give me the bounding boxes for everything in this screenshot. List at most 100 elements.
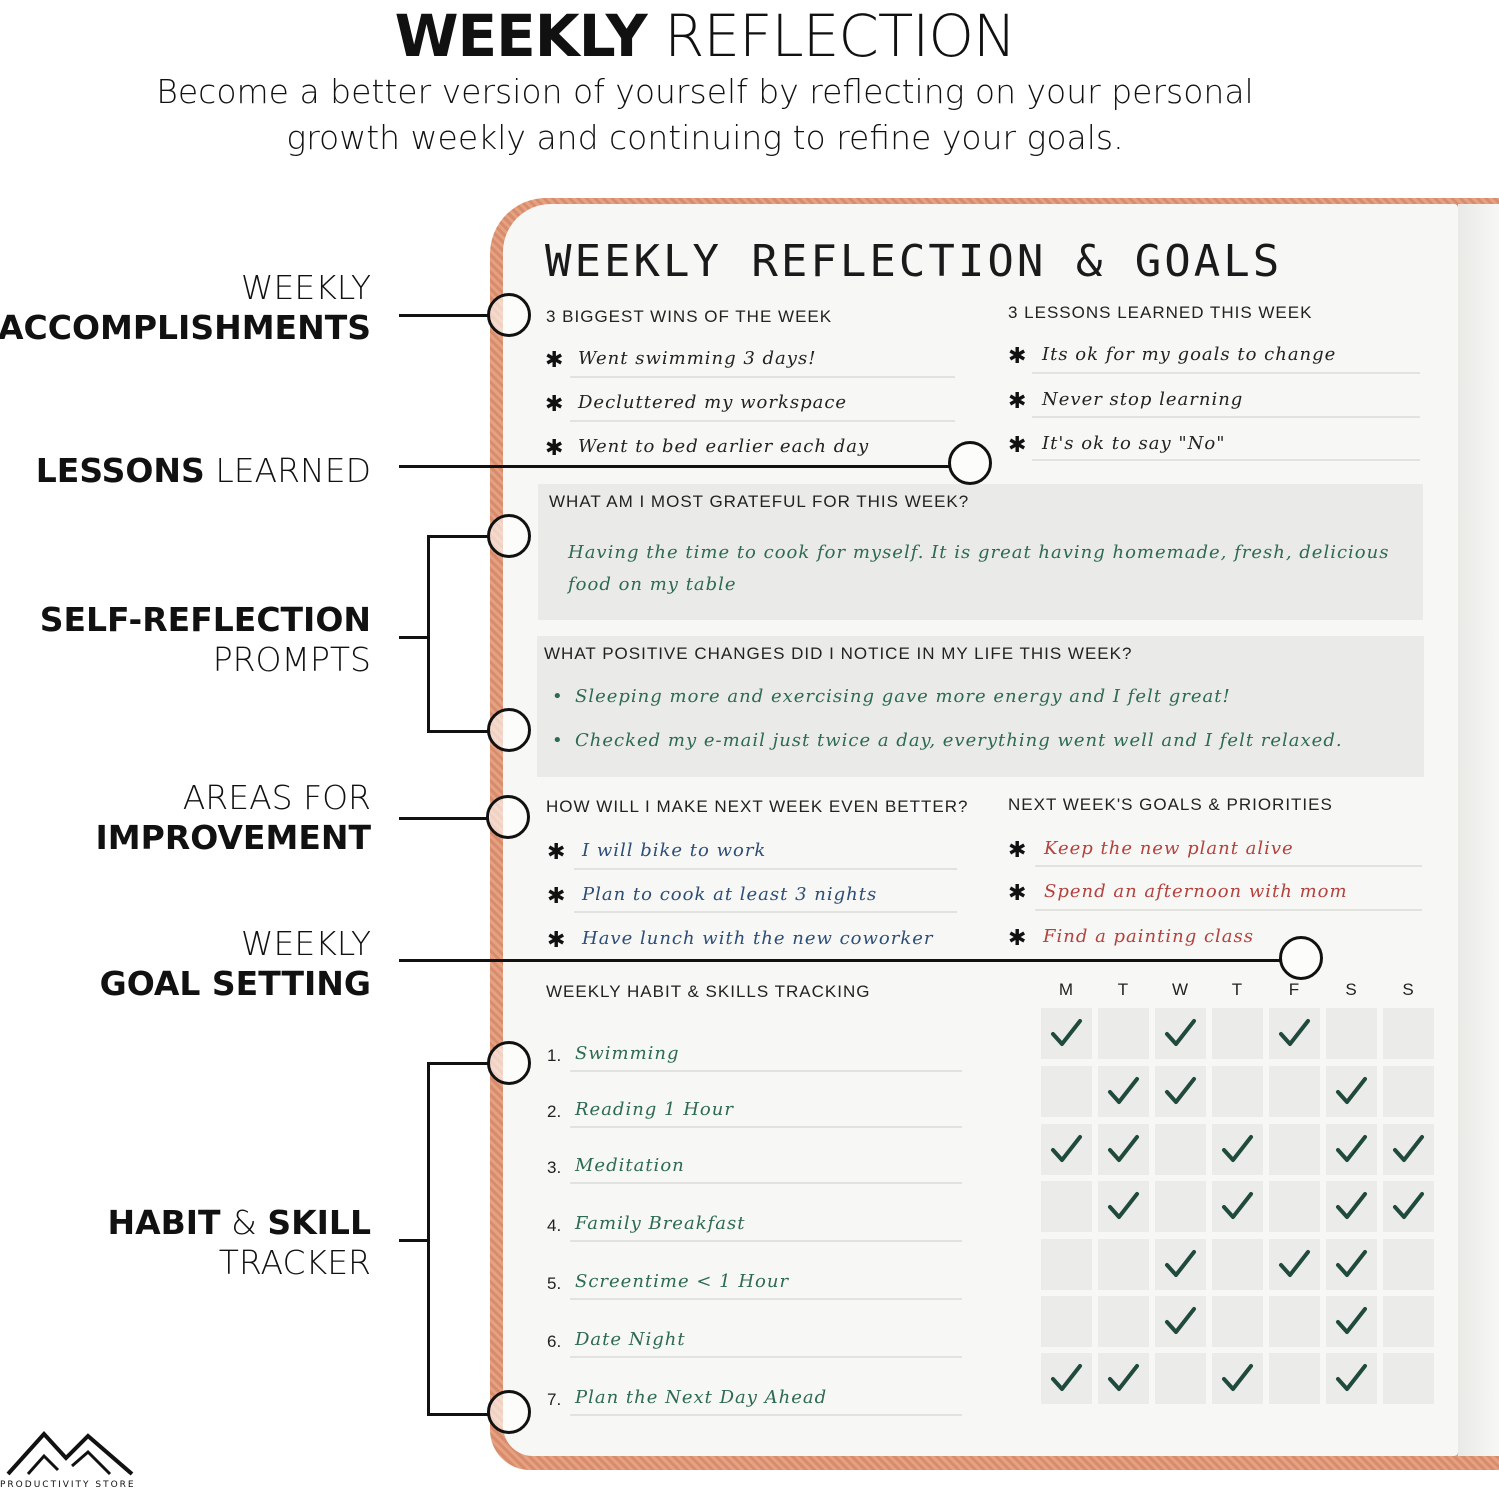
habit-cell[interactable] — [1326, 1239, 1377, 1290]
habit-cell[interactable] — [1212, 1353, 1263, 1404]
checkmark-icon — [1165, 1250, 1196, 1277]
habit-cell[interactable] — [1098, 1239, 1149, 1290]
habit-cell[interactable] — [1098, 1008, 1149, 1059]
habit-cell[interactable] — [1383, 1181, 1434, 1232]
habit-cell[interactable] — [1155, 1124, 1206, 1175]
habit-cell[interactable] — [1212, 1066, 1263, 1117]
checkmark-icon — [1393, 1135, 1424, 1162]
habit-cell[interactable] — [1098, 1353, 1149, 1404]
habit-cell[interactable] — [1041, 1296, 1092, 1347]
habit-cell[interactable] — [1212, 1239, 1263, 1290]
habit-cell[interactable] — [1269, 1124, 1320, 1175]
callout-self-reflection: SELF-REFLECTION PROMPTS — [39, 600, 371, 679]
habit-cell[interactable] — [1098, 1124, 1149, 1175]
goal-item-2: Spend an afternoon with mom — [1044, 881, 1348, 902]
habit-cell[interactable] — [1383, 1239, 1434, 1290]
habit-cell[interactable] — [1212, 1296, 1263, 1347]
habit-cell[interactable] — [1269, 1181, 1320, 1232]
grateful-text-line-2: food on my table — [568, 574, 737, 595]
habit-cell[interactable] — [1155, 1181, 1206, 1232]
checkmark-icon — [1108, 1077, 1139, 1104]
habit-cell[interactable] — [1041, 1353, 1092, 1404]
day-label: S — [1402, 980, 1414, 999]
page-edge — [1458, 204, 1499, 1456]
habit-cell[interactable] — [1326, 1181, 1377, 1232]
lessons-heading: 3 LESSONS LEARNED THIS WEEK — [1008, 303, 1313, 322]
habit-cell[interactable] — [1326, 1066, 1377, 1117]
connector-bracket — [427, 1062, 430, 1416]
habit-cell[interactable] — [1383, 1066, 1434, 1117]
callout-accomplishments: WEEKLY ACCOMPLISHMENTS — [0, 268, 371, 347]
habit-cell[interactable] — [1383, 1008, 1434, 1059]
callout-improvement: AREAS FOR IMPROVEMENT — [95, 778, 371, 857]
better-item-3: Have lunch with the new coworker — [582, 928, 934, 949]
habit-number: 6. — [547, 1332, 562, 1351]
lesson-item-3: It's ok to say "No" — [1042, 433, 1226, 454]
checkmark-icon — [1336, 1307, 1367, 1334]
checkmark-icon — [1279, 1019, 1310, 1046]
habit-cell[interactable] — [1383, 1124, 1434, 1175]
asterisk-icon: ✱ — [1008, 433, 1027, 458]
checkmark-icon — [1222, 1364, 1253, 1391]
habit-cell[interactable] — [1212, 1124, 1263, 1175]
habit-number: 1. — [547, 1046, 562, 1065]
connector-line — [399, 465, 949, 468]
day-label: F — [1288, 980, 1300, 999]
checkmark-icon — [1222, 1135, 1253, 1162]
goal-item-3: Find a painting class — [1043, 926, 1255, 947]
notebook-title: WEEKLY REFLECTION & GOALS — [545, 236, 1283, 287]
better-heading: HOW WILL I MAKE NEXT WEEK EVEN BETTER? — [546, 797, 969, 816]
wins-heading: 3 BIGGEST WINS OF THE WEEK — [546, 307, 833, 326]
habit-cell[interactable] — [1269, 1353, 1320, 1404]
habit-cell[interactable] — [1041, 1066, 1092, 1117]
habit-cell[interactable] — [1326, 1124, 1377, 1175]
habit-cell[interactable] — [1155, 1008, 1206, 1059]
checkmark-icon — [1222, 1192, 1253, 1219]
habit-cell[interactable] — [1212, 1008, 1263, 1059]
callout-goal-setting: WEEKLY GOAL SETTING — [99, 924, 371, 1003]
habit-cell[interactable] — [1383, 1353, 1434, 1404]
habit-cell[interactable] — [1098, 1181, 1149, 1232]
grateful-text-line-1: Having the time to cook for myself. It i… — [568, 542, 1390, 563]
habit-cell[interactable] — [1326, 1296, 1377, 1347]
habit-cell[interactable] — [1041, 1124, 1092, 1175]
change-item-2: Checked my e-mail just twice a day, ever… — [575, 730, 1343, 751]
connector-ring — [487, 1041, 531, 1085]
divider — [570, 420, 955, 422]
habit-cell[interactable] — [1155, 1239, 1206, 1290]
habit-cell[interactable] — [1326, 1353, 1377, 1404]
habit-cell[interactable] — [1098, 1066, 1149, 1117]
connector-line — [399, 314, 489, 317]
callout-tracker: HABIT & SKILL TRACKER — [107, 1203, 371, 1282]
change-item-1: Sleeping more and exercising gave more e… — [575, 686, 1231, 707]
connector-ring — [486, 795, 530, 839]
bullet-icon: • — [552, 686, 564, 707]
habit-cell[interactable] — [1098, 1296, 1149, 1347]
habit-cell[interactable] — [1041, 1008, 1092, 1059]
habit-cell[interactable] — [1041, 1239, 1092, 1290]
habit-cell[interactable] — [1383, 1296, 1434, 1347]
divider — [570, 1182, 962, 1184]
habit-name: Swimming — [575, 1043, 680, 1064]
connector-line — [399, 817, 487, 820]
habit-cell[interactable] — [1269, 1296, 1320, 1347]
tracking-heading: WEEKLY HABIT & SKILLS TRACKING — [546, 982, 871, 1001]
habit-cell[interactable] — [1155, 1353, 1206, 1404]
connector-line — [427, 535, 489, 538]
habit-cell[interactable] — [1269, 1008, 1320, 1059]
connector-line — [427, 1062, 489, 1065]
goal-item-1: Keep the new plant alive — [1044, 838, 1294, 859]
callout-lessons: LESSONS LEARNED — [35, 451, 371, 490]
checkmark-icon — [1165, 1019, 1196, 1046]
habit-cell[interactable] — [1155, 1296, 1206, 1347]
habit-cell[interactable] — [1212, 1181, 1263, 1232]
habit-cell[interactable] — [1041, 1181, 1092, 1232]
divider — [570, 1414, 962, 1416]
connector-line — [427, 730, 489, 733]
habit-name: Date Night — [575, 1329, 686, 1350]
habit-cell[interactable] — [1269, 1239, 1320, 1290]
checkmark-icon — [1051, 1135, 1082, 1162]
habit-cell[interactable] — [1326, 1008, 1377, 1059]
habit-cell[interactable] — [1269, 1066, 1320, 1117]
habit-cell[interactable] — [1155, 1066, 1206, 1117]
